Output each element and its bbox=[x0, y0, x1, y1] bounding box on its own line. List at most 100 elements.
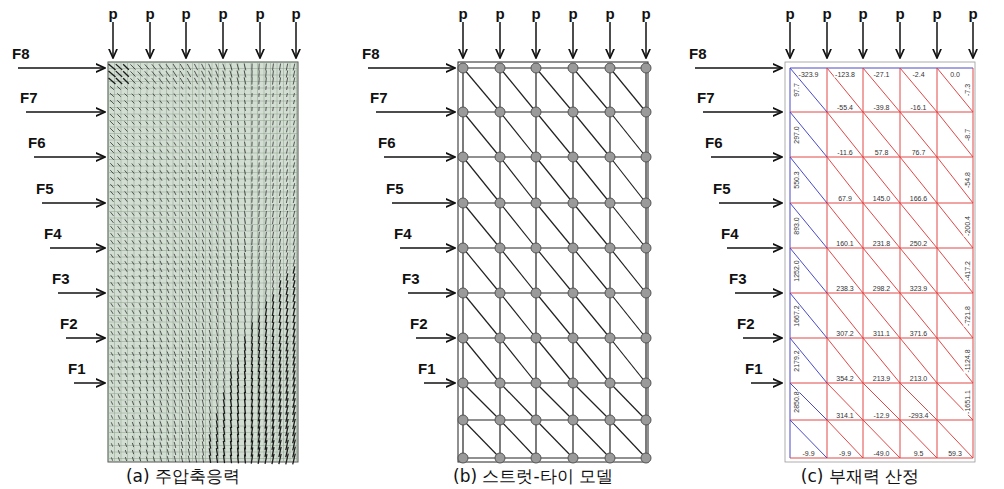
stress-trajectory bbox=[188, 100, 190, 103]
stress-trajectory bbox=[132, 170, 134, 173]
stress-trajectory bbox=[167, 212, 169, 216]
member bbox=[573, 420, 610, 458]
member bbox=[900, 338, 937, 383]
stress-trajectory bbox=[146, 254, 148, 258]
stress-trajectory bbox=[251, 295, 253, 302]
mesh-line bbox=[140, 62, 141, 462]
stress-trajectory bbox=[195, 400, 197, 406]
stress-trajectory bbox=[146, 219, 148, 222]
stress-trajectory bbox=[130, 64, 135, 69]
stress-trajectory bbox=[118, 212, 121, 216]
member-force: -16.1 bbox=[910, 104, 928, 111]
stress-trajectory bbox=[265, 343, 266, 351]
stress-trajectory bbox=[153, 226, 155, 230]
stress-trajectory bbox=[216, 191, 217, 196]
node-circle bbox=[531, 63, 541, 73]
mesh-line bbox=[218, 62, 219, 462]
load-arrow bbox=[499, 22, 501, 58]
stress-trajectory bbox=[258, 281, 260, 288]
stress-trajectory bbox=[181, 247, 183, 251]
stress-trajectory bbox=[216, 107, 217, 111]
stress-trajectory bbox=[251, 274, 253, 281]
stress-trajectory bbox=[230, 225, 231, 230]
stress-trajectory bbox=[293, 454, 296, 465]
stress-trajectory bbox=[265, 121, 266, 125]
stress-trajectory bbox=[237, 253, 238, 259]
stress-trajectory bbox=[125, 177, 128, 180]
stress-trajectory bbox=[167, 379, 169, 384]
stress-trajectory bbox=[174, 184, 176, 188]
stress-trajectory bbox=[160, 205, 162, 209]
stress-trajectory bbox=[272, 301, 273, 309]
node-circle bbox=[568, 288, 578, 298]
stress-trajectory bbox=[244, 357, 245, 365]
stress-trajectory bbox=[223, 218, 224, 223]
stress-trajectory bbox=[132, 331, 134, 335]
stress-trajectory bbox=[139, 150, 141, 153]
stress-trajectory bbox=[138, 71, 143, 76]
stress-trajectory bbox=[181, 379, 183, 385]
load-label: p bbox=[932, 6, 941, 21]
stress-trajectory bbox=[138, 64, 143, 69]
stress-trajectory bbox=[111, 282, 113, 286]
stress-trajectory bbox=[195, 184, 197, 188]
member bbox=[790, 338, 827, 383]
stress-trajectory bbox=[244, 288, 245, 295]
stress-trajectory bbox=[244, 204, 245, 209]
stress-trajectory bbox=[244, 454, 246, 463]
stress-trajectory bbox=[265, 294, 266, 301]
stress-trajectory bbox=[209, 267, 211, 272]
stress-trajectory bbox=[153, 108, 155, 111]
member bbox=[863, 68, 900, 112]
node-circle bbox=[495, 378, 505, 388]
stress-trajectory bbox=[230, 274, 231, 280]
force-arrow bbox=[711, 156, 782, 158]
stress-trajectory bbox=[279, 183, 280, 189]
stress-trajectory bbox=[223, 156, 224, 160]
stress-trajectory bbox=[132, 429, 133, 433]
node-circle bbox=[531, 107, 541, 117]
stress-trajectory bbox=[279, 253, 280, 260]
stress-trajectory bbox=[125, 429, 126, 433]
stress-trajectory bbox=[258, 176, 260, 181]
member bbox=[463, 292, 646, 293]
stress-trajectory bbox=[230, 191, 231, 196]
stress-trajectory bbox=[209, 163, 211, 167]
stress-trajectory bbox=[230, 378, 231, 385]
stress-trajectory bbox=[251, 315, 253, 322]
stress-trajectory bbox=[251, 114, 252, 118]
stress-trajectory bbox=[111, 303, 113, 307]
stress-trajectory bbox=[167, 205, 169, 209]
stress-trajectory bbox=[237, 218, 238, 223]
stress-trajectory bbox=[237, 100, 238, 104]
stress-trajectory bbox=[265, 149, 267, 154]
stress-trajectory bbox=[146, 136, 148, 139]
stress-trajectory bbox=[160, 268, 162, 272]
force-arrow bbox=[719, 202, 782, 204]
stress-trajectory bbox=[110, 205, 113, 209]
stress-trajectory bbox=[139, 282, 141, 286]
stress-trajectory bbox=[153, 359, 155, 363]
stress-trajectory bbox=[251, 86, 252, 90]
member bbox=[499, 68, 500, 458]
stress-trajectory bbox=[244, 274, 245, 280]
stress-trajectory bbox=[146, 282, 148, 286]
stress-trajectory bbox=[272, 273, 273, 280]
stress-trajectory bbox=[230, 177, 231, 182]
stress-trajectory bbox=[111, 387, 113, 391]
stress-trajectory bbox=[167, 114, 169, 117]
stress-trajectory bbox=[181, 428, 183, 434]
stress-trajectory bbox=[272, 107, 274, 111]
stress-trajectory bbox=[272, 239, 273, 245]
stress-trajectory bbox=[132, 275, 134, 279]
stress-trajectory bbox=[111, 261, 114, 265]
stress-trajectory bbox=[160, 275, 162, 279]
stress-trajectory bbox=[188, 247, 190, 252]
stress-trajectory bbox=[125, 303, 127, 307]
member-force: 57.8 bbox=[874, 149, 890, 156]
stress-trajectory bbox=[202, 344, 204, 350]
stress-trajectory bbox=[132, 310, 134, 314]
member bbox=[536, 293, 573, 338]
stress-trajectory bbox=[230, 211, 231, 216]
stress-trajectory bbox=[110, 156, 114, 160]
